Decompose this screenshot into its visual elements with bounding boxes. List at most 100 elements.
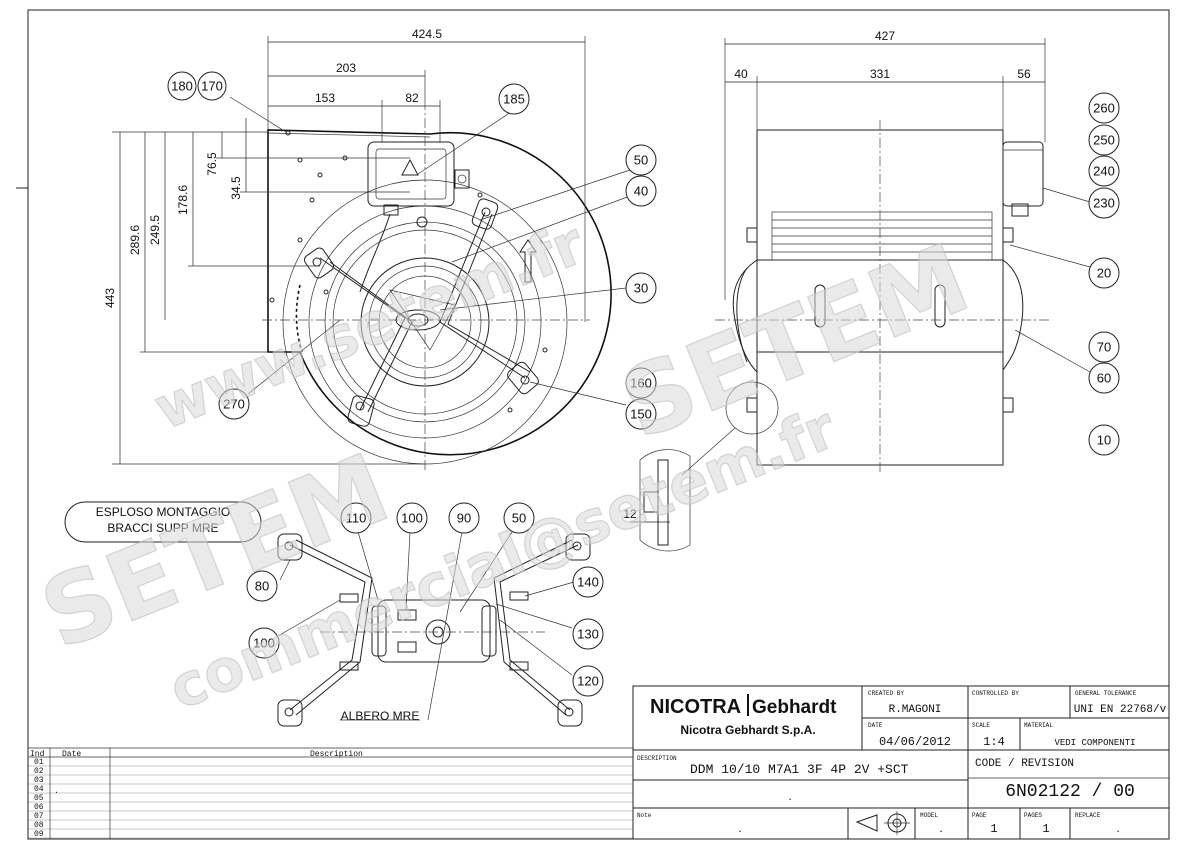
callout-100-top: 100 [401, 511, 423, 526]
callout-80: 80 [255, 579, 269, 594]
dim-front-34: 34.5 [229, 176, 243, 200]
nicotra-gebhardt-logo: NICOTRA Gebhardt [650, 694, 837, 718]
watermark-setem-right: SETEM [607, 222, 984, 461]
dim-front-249: 249.5 [148, 215, 162, 245]
brand-left: NICOTRA [650, 696, 741, 718]
exploded-label-line2: BRACCI SUPP MRE [107, 521, 218, 535]
revision-row-index: 07 [34, 812, 44, 821]
pages-label: PAGES [1024, 812, 1042, 819]
capacitor [1002, 141, 1044, 207]
revision-row-index: 09 [34, 830, 44, 839]
note-label: Note [637, 812, 652, 819]
revision-header-date: Date [62, 750, 81, 759]
page-label: PAGE [972, 812, 987, 819]
leader-lines [229, 96, 1091, 721]
dim-front-178: 178.6 [176, 185, 190, 215]
title-block: NICOTRA Gebhardt Nicotra Gebhardt S.p.A.… [632, 685, 1170, 840]
callout-185: 185 [503, 92, 525, 107]
callout-20: 20 [1097, 266, 1111, 281]
detail-view: 12 [623, 449, 691, 552]
description-label: DESCRIPTION [637, 755, 677, 762]
front-view [262, 100, 612, 470]
model-label: MODEL [920, 812, 938, 819]
revision-row-index: 05 [34, 794, 44, 803]
dim-side-width: 427 [875, 29, 895, 43]
watermark-email: commercial@setem.fr [160, 393, 846, 723]
support-arm-left [319, 257, 406, 411]
clamp-plate [377, 599, 491, 663]
scale-value: 1:4 [983, 735, 1005, 749]
callout-230: 230 [1093, 196, 1115, 211]
date-label: DATE [868, 722, 883, 729]
dim-detail-12: 12 [623, 507, 637, 521]
dim-front-153: 153 [315, 91, 335, 105]
exploded-assembly: ESPLOSO MONTAGGIO BRACCI SUPP MRE [64, 501, 591, 727]
callout-270: 270 [223, 397, 245, 412]
front-view-dimensions: 424.5 203 153 82 443 289.6 249.5 178.6 7… [103, 27, 586, 465]
callout-30: 30 [634, 281, 648, 296]
model-value: . [939, 821, 942, 835]
callout-90: 90 [457, 511, 471, 526]
sheet-border [27, 9, 1170, 840]
side-inlet-right [1002, 259, 1024, 371]
date-value: 04/06/2012 [879, 735, 951, 749]
callout-170: 170 [201, 79, 223, 94]
code-label: CODE / REVISION [975, 758, 1074, 770]
replace-value: . [1116, 821, 1119, 835]
created-by-label: CREATED BY [868, 690, 904, 697]
callout-180: 180 [171, 79, 193, 94]
exploded-label-box [64, 501, 262, 543]
created-by-value: R.MAGONI [889, 704, 942, 716]
callout-10: 10 [1097, 433, 1111, 448]
callout-40: 40 [634, 184, 648, 199]
callout-50-exploded: 50 [512, 511, 526, 526]
exploded-arm-left [289, 544, 366, 711]
callout-110: 110 [346, 511, 367, 526]
exploded-arm-right [499, 544, 579, 711]
dim-side-40: 40 [734, 67, 748, 81]
revision-row-index: 06 [34, 803, 44, 812]
revision-row-index: 08 [34, 821, 44, 830]
dim-front-82: 82 [405, 91, 419, 105]
callout-bubbles: 180 170 185 50 40 30 270 160 150 260 250… [167, 71, 1120, 697]
scroll-housing-outline [267, 129, 612, 456]
watermark-layer: SETEM SETEM www.setem.fr commercial@sete… [26, 208, 984, 723]
callout-70: 70 [1097, 340, 1111, 355]
revision-table: Ind Date Description 010203040506070809 … [28, 747, 633, 839]
revision-row04-mark: . [54, 787, 59, 796]
callout-160: 160 [630, 376, 652, 391]
exploded-label-line1: ESPLOSO MONTAGGIO [96, 505, 230, 519]
dim-front-76: 76.5 [205, 152, 219, 176]
code-value: 6N02122 / 00 [1005, 782, 1135, 802]
callout-250: 250 [1093, 133, 1115, 148]
callout-150: 150 [630, 407, 652, 422]
scale-label: SCALE [972, 722, 990, 729]
pages-value: 1 [1042, 822, 1049, 836]
callout-50-front: 50 [634, 153, 648, 168]
note-value: . [738, 821, 741, 835]
callout-140: 140 [577, 575, 599, 590]
dim-front-half: 203 [336, 61, 356, 75]
callout-100-left: 100 [253, 636, 275, 651]
side-view-dimensions: 427 40 331 56 [724, 29, 1046, 300]
replace-label: REPLACE [1075, 812, 1101, 819]
dim-side-331: 331 [870, 67, 890, 81]
callout-120: 120 [577, 674, 599, 689]
dim-front-289: 289.6 [128, 225, 142, 255]
callout-240: 240 [1093, 164, 1115, 179]
terminal-box [367, 141, 455, 207]
description-dot: . [788, 789, 791, 803]
projection-symbol-icon [855, 811, 910, 835]
controlled-by-label: CONTROLLED BY [972, 690, 1019, 697]
support-arm-right [439, 211, 526, 379]
shaft-label: ALBERO MRE [341, 709, 420, 723]
revision-header-desc: Description [310, 750, 363, 759]
tolerance-label: GENERAL TOLERANCE [1075, 690, 1137, 697]
revision-row-index: 02 [34, 767, 44, 776]
material-label: MATERIAL [1024, 722, 1053, 729]
revision-row-index: 03 [34, 776, 44, 785]
material-value: VEDI COMPONENTI [1054, 738, 1135, 748]
company-name: Nicotra Gebhardt S.p.A. [680, 723, 815, 737]
